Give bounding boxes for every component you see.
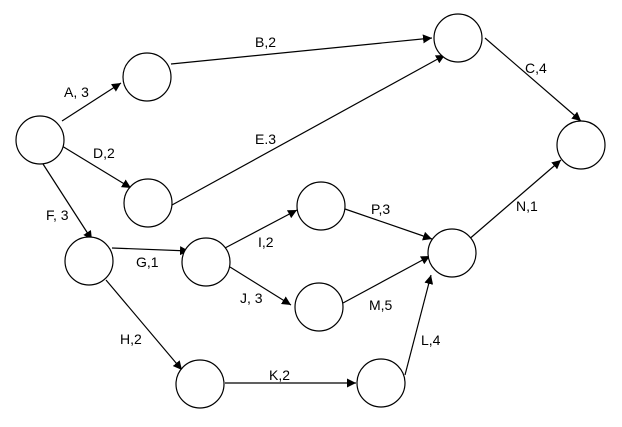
edge-M [342,255,431,304]
edge-I [224,209,298,249]
edge-C [484,37,582,122]
node-n12 [427,228,477,278]
label-D: D,2 [93,145,115,161]
node-n3 [123,178,173,228]
label-M: M,5 [369,297,393,313]
edge-E [171,54,446,206]
label-C: C,4 [525,60,547,76]
label-H: H,2 [120,331,142,347]
nodes [15,13,606,409]
edge-N [466,159,562,242]
label-G: G,1 [136,254,159,270]
edge-G [111,246,190,256]
node-n6 [556,120,606,170]
label-E: E.3 [255,131,276,147]
label-I: I,2 [258,234,274,250]
node-n8 [296,181,346,231]
node-n2 [122,52,172,102]
edge-labels: A, 3 D,2 F, 3 B,2 E.3 C,4 G,1 H,2 I,2 J,… [46,34,547,383]
node-n5 [433,13,483,63]
edge-D [61,145,132,189]
node-n9 [294,282,344,332]
edge-P [344,208,433,241]
label-B: B,2 [255,34,276,50]
node-n1 [15,115,65,165]
edge-J [229,266,292,306]
node-n11 [356,358,406,408]
edge-L [404,274,434,376]
label-F: F, 3 [46,207,69,223]
label-K: K,2 [269,367,290,383]
edge-F [42,163,93,241]
edges [42,34,582,388]
label-A: A, 3 [64,84,89,100]
node-n7 [181,237,231,287]
edge-A [61,82,122,122]
label-L: L,4 [421,332,441,348]
node-n10 [175,359,225,409]
label-J: J, 3 [240,290,263,306]
node-n4 [64,236,114,286]
label-P: P,3 [371,201,390,217]
label-N: N,1 [516,198,538,214]
edge-B [170,34,433,65]
edge-H [105,279,183,371]
